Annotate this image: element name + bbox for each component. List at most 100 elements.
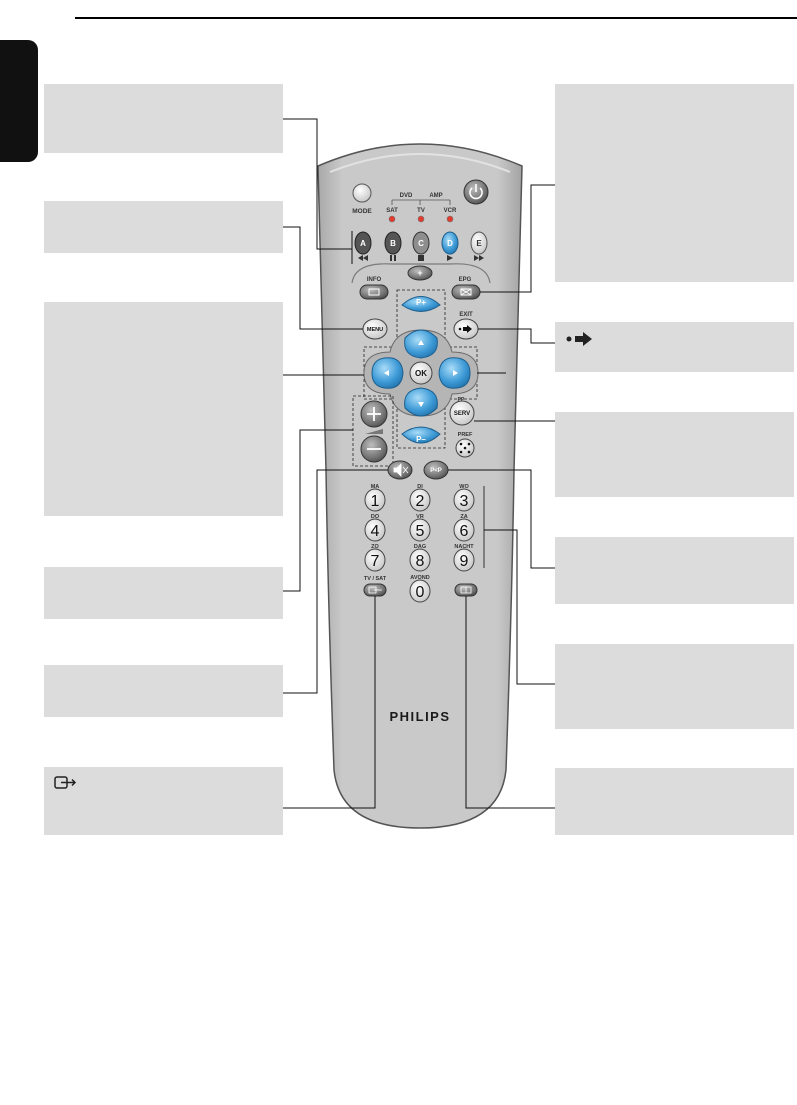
- svg-text:DI: DI: [417, 484, 423, 490]
- svg-text:D: D: [447, 239, 453, 248]
- plus-button[interactable]: +: [407, 265, 433, 281]
- info-teletext-icon: [368, 288, 380, 296]
- svg-text:ZA: ZA: [460, 514, 467, 520]
- callout-box-serv: [555, 412, 794, 497]
- svg-text:P<P: P<P: [430, 468, 442, 474]
- stop-icon: [418, 255, 424, 261]
- arrow-down-icon: [418, 402, 424, 407]
- top-rule: [75, 17, 797, 19]
- svg-text:MENU: MENU: [367, 327, 383, 333]
- arrow-left-icon: [384, 370, 389, 376]
- amp-label: AMP: [429, 193, 442, 199]
- svg-text:MA: MA: [371, 484, 380, 490]
- digit-key-9[interactable]: NACHT 9: [453, 544, 475, 572]
- cursor-left-button[interactable]: [371, 357, 404, 389]
- svg-text:DO: DO: [371, 514, 380, 520]
- callout-box-exit: [555, 322, 794, 372]
- callout-box-epg: [555, 84, 794, 282]
- pause-icon: [390, 255, 396, 261]
- svg-text:+: +: [417, 268, 422, 278]
- digit-key-6[interactable]: ZA 6: [453, 514, 475, 542]
- volume-down-button[interactable]: [360, 435, 388, 463]
- color-key-e[interactable]: E: [470, 231, 488, 255]
- mode-button[interactable]: [352, 183, 372, 203]
- svg-text:P–: P–: [416, 435, 426, 444]
- info-button[interactable]: [359, 284, 389, 300]
- svg-text:P+: P+: [416, 298, 426, 307]
- brand-logo: PHILIPS: [389, 709, 450, 724]
- exit-arrow-icon: [566, 332, 592, 346]
- pref-button[interactable]: [455, 438, 475, 458]
- vcr-label: VCR: [444, 208, 457, 214]
- color-key-b[interactable]: B: [384, 231, 402, 255]
- info-label: INFO: [367, 277, 382, 283]
- svg-text:A: A: [360, 239, 366, 248]
- svg-text:B: B: [390, 239, 396, 248]
- cursor-up-button[interactable]: [404, 329, 438, 359]
- power-icon: [469, 187, 483, 200]
- power-button[interactable]: [463, 179, 489, 205]
- epg-label: EPG: [459, 277, 472, 283]
- program-up-button[interactable]: P+: [401, 296, 441, 312]
- digit-key-8[interactable]: DAG 8: [409, 544, 431, 572]
- cursor-right-button[interactable]: [438, 357, 471, 389]
- tv-label: TV: [417, 208, 425, 214]
- digit-key-5[interactable]: VR 5: [409, 514, 431, 542]
- rewind-icon: [358, 255, 368, 261]
- color-key-a[interactable]: A: [354, 231, 372, 255]
- tv-led: [417, 215, 425, 223]
- fast-forward-icon: [474, 255, 484, 261]
- vcr-led: [446, 215, 454, 223]
- sat-led: [388, 215, 396, 223]
- cursor-down-button[interactable]: [404, 387, 438, 417]
- callout-box-menu: [44, 201, 283, 253]
- callout-box-cursor: [44, 302, 283, 516]
- digit-key-4[interactable]: DO 4: [364, 514, 386, 542]
- svg-text:9: 9: [460, 553, 469, 570]
- svg-text:SERV: SERV: [454, 411, 470, 417]
- digit-key-2[interactable]: DI 2: [409, 484, 431, 512]
- epg-button[interactable]: [451, 284, 481, 300]
- digit-key-1[interactable]: MA 1: [364, 484, 386, 512]
- digit-key-3[interactable]: WO 3: [453, 484, 475, 512]
- svg-text:E: E: [476, 239, 482, 248]
- language-tab: [0, 40, 38, 162]
- volume-up-button[interactable]: [360, 400, 388, 428]
- callout-box-volume: [44, 567, 283, 619]
- svg-text:4: 4: [371, 523, 380, 540]
- svg-text:2: 2: [416, 493, 425, 510]
- pref-dots-icon: [459, 442, 471, 454]
- tvsat-label: TV / SAT: [364, 576, 387, 582]
- svg-text:VR: VR: [416, 514, 424, 520]
- pref-label: PREF: [458, 432, 473, 438]
- digit-key-0[interactable]: AVOND 0: [409, 575, 431, 603]
- callout-box-teletext: [555, 768, 794, 835]
- svg-text:DAG: DAG: [414, 544, 426, 550]
- svg-text:6: 6: [460, 523, 469, 540]
- svg-text:5: 5: [416, 523, 425, 540]
- svg-text:C: C: [418, 239, 424, 248]
- callout-box-swap: [555, 537, 794, 604]
- svg-text:0: 0: [416, 584, 425, 601]
- mode-label: MODE: [352, 208, 372, 215]
- callout-box-mute: [44, 665, 283, 717]
- svg-text:8: 8: [416, 553, 425, 570]
- svg-text:7: 7: [371, 553, 380, 570]
- exit-label: EXIT: [459, 312, 473, 318]
- ok-button[interactable]: OK: [409, 361, 433, 385]
- color-key-d[interactable]: D: [441, 231, 459, 255]
- svg-text:1: 1: [371, 493, 380, 510]
- color-key-c[interactable]: C: [412, 231, 430, 255]
- arrow-up-icon: [418, 340, 424, 345]
- dvd-label: DVD: [400, 193, 413, 199]
- svg-text:ZO: ZO: [371, 544, 379, 550]
- serv-button[interactable]: SERV: [449, 400, 475, 426]
- program-down-button[interactable]: P–: [401, 426, 441, 444]
- callout-box-input: [44, 767, 283, 835]
- plus-icon: [367, 407, 381, 421]
- digit-key-7[interactable]: ZO 7: [364, 544, 386, 572]
- svg-text:AVOND: AVOND: [410, 575, 429, 581]
- callout-box-color-keys: [44, 84, 283, 153]
